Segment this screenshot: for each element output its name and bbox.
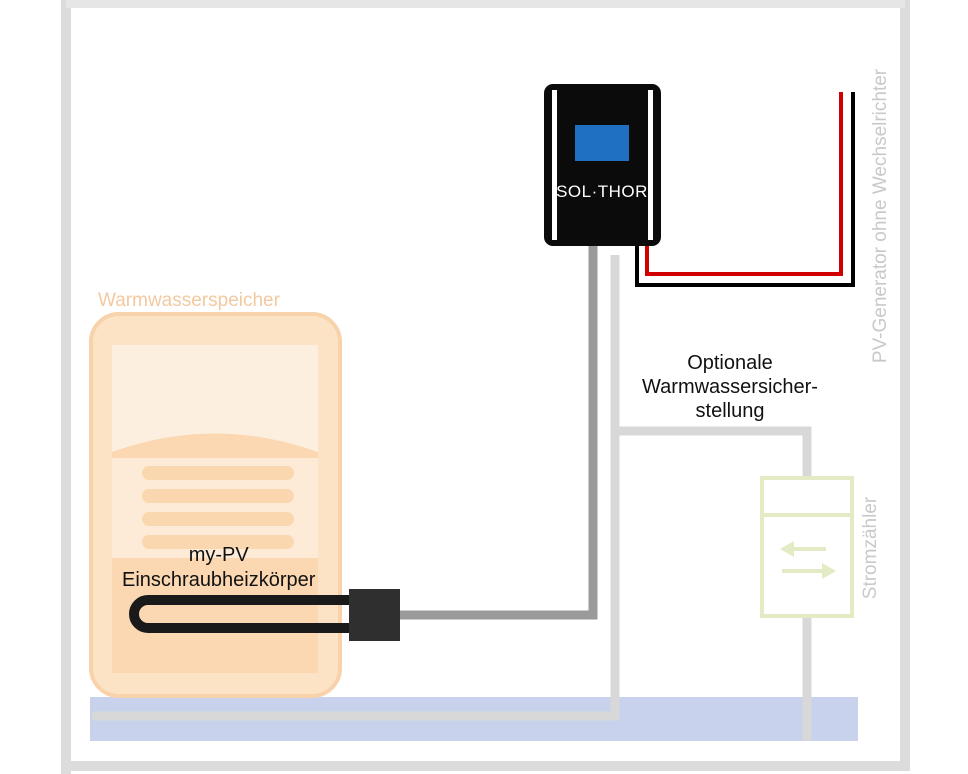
house-outline xyxy=(61,0,910,774)
heat-exchanger-coil xyxy=(142,535,294,549)
heater-head xyxy=(349,589,400,641)
meter-label: Stromzähler xyxy=(860,496,881,600)
solthor-device xyxy=(544,84,661,246)
device-brand-label: SOL·THOR xyxy=(556,182,648,201)
hot-water-tank xyxy=(89,312,342,698)
pv-generator-label: PV-Generator ohne Wechselrichter xyxy=(870,68,891,364)
heater-label-line1: my-PV xyxy=(188,544,249,566)
device-display xyxy=(575,125,629,161)
backup-label-line3: stellung xyxy=(695,400,765,422)
tank-label: Warmwasserspeicher xyxy=(98,290,280,311)
immersion-heater xyxy=(129,589,400,641)
backup-label-line2: Warmwassersicher- xyxy=(642,376,818,398)
heater-label: my-PV Einschraubheizkörper xyxy=(122,543,315,593)
grid-line-main xyxy=(92,255,620,721)
heater-label-line2: Einschraubheizkörper xyxy=(122,569,316,591)
pv-cable-negative xyxy=(635,92,855,287)
heater-cable xyxy=(399,245,598,620)
heat-exchanger-coil xyxy=(142,512,294,526)
electricity-meter xyxy=(760,476,854,618)
backup-label-line1: Optionale xyxy=(687,352,773,374)
arrow-right-icon xyxy=(782,563,836,579)
heat-exchanger-coil xyxy=(142,466,294,480)
arrow-left-icon xyxy=(780,541,826,557)
backup-label: Optionale Warmwassersicher- stellung xyxy=(600,351,860,423)
pv-cable-positive xyxy=(645,92,843,276)
heat-exchanger-coil xyxy=(142,489,294,503)
grid-line-meter xyxy=(615,426,812,741)
